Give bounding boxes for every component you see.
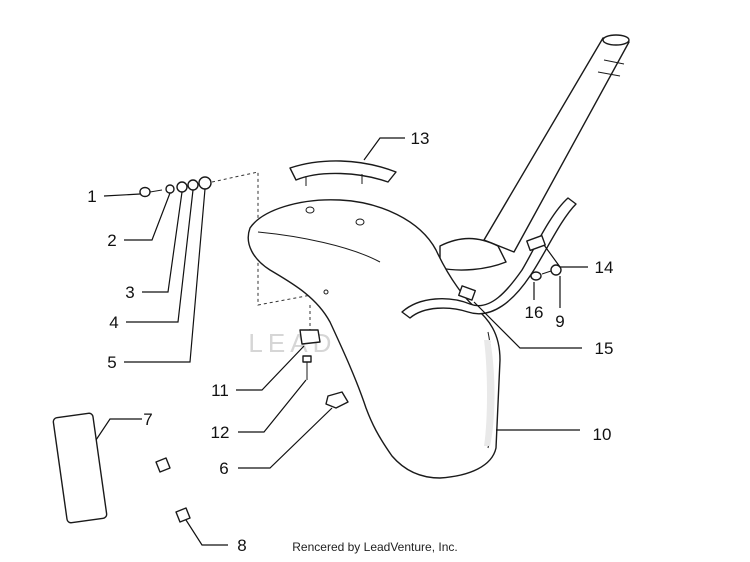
callout-3: 3	[125, 283, 134, 302]
clip-8-lower	[175, 507, 191, 523]
nut-6	[325, 391, 349, 409]
callout-16: 16	[525, 303, 544, 322]
nut-11	[299, 329, 321, 345]
reflector-7	[52, 412, 108, 524]
leader-lines	[95, 137, 588, 546]
callout-9: 9	[555, 312, 564, 331]
washer-16	[530, 271, 542, 281]
screw-1	[139, 186, 163, 198]
washer-4	[187, 179, 199, 191]
callout-12: 12	[211, 423, 230, 442]
callout-6: 6	[219, 459, 228, 478]
callout-labels: 1 2 3 4 5 6 7 8 9 10 11 12 13 14 15 16	[87, 129, 613, 555]
callout-8: 8	[237, 536, 246, 555]
callout-11: 11	[211, 381, 229, 400]
footer-credit: Rencered by LeadVenture, Inc.	[292, 540, 458, 554]
callout-15: 15	[595, 339, 614, 358]
fork-tube	[439, 34, 630, 271]
washer-2	[165, 184, 175, 194]
callout-10: 10	[593, 425, 612, 444]
bolt-12	[302, 355, 312, 380]
clip-8-upper	[155, 457, 171, 473]
callout-4: 4	[109, 313, 118, 332]
screw-9	[541, 264, 562, 276]
fender-cover	[289, 160, 397, 186]
callout-14: 14	[595, 258, 614, 277]
front-fender	[247, 199, 501, 479]
callout-2: 2	[107, 231, 116, 250]
nut-5	[198, 176, 212, 190]
brake-cable	[401, 197, 577, 319]
callout-5: 5	[107, 353, 116, 372]
callout-13: 13	[411, 129, 430, 148]
callout-1: 1	[87, 187, 96, 206]
washer-3	[176, 181, 188, 193]
callout-7: 7	[143, 410, 152, 429]
